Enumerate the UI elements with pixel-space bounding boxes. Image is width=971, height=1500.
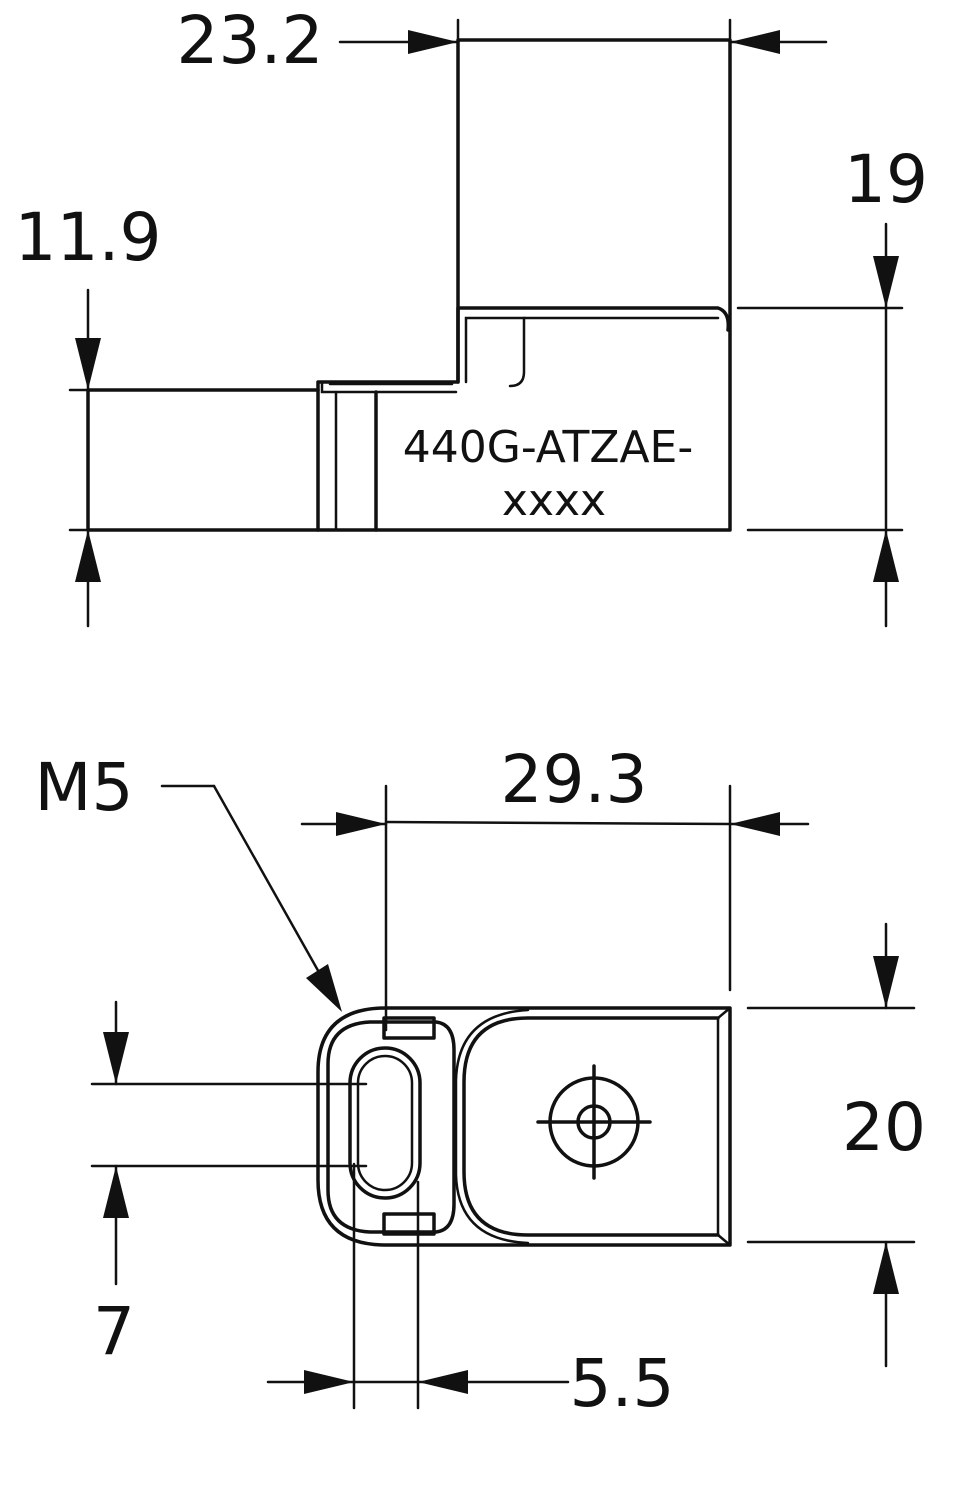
arrowhead	[873, 256, 899, 308]
part-label-line2: xxxx	[502, 475, 606, 526]
dimension-20: 20	[746, 922, 926, 1368]
leader-line	[212, 784, 340, 1008]
arrowhead	[304, 1370, 354, 1394]
arrowhead	[75, 338, 101, 390]
plan-view-bevel	[716, 1006, 732, 1247]
arrowhead	[103, 1032, 129, 1084]
side-view-shoulder	[456, 306, 731, 384]
arrowhead	[730, 812, 780, 836]
dimension-11-9: 11.9	[15, 199, 162, 628]
side-view-top-detail	[320, 380, 458, 394]
arrowhead	[75, 530, 101, 582]
dimension-line	[384, 820, 732, 826]
arrowhead	[408, 30, 458, 54]
plan-view-pocket	[462, 1016, 720, 1237]
part-label-line1: 440G-ATZAE-	[403, 422, 693, 473]
dimension-29-3: 29.3	[300, 741, 810, 1032]
plan-view-left-inner	[326, 1020, 456, 1234]
arrowhead	[873, 530, 899, 582]
arrowhead	[873, 956, 899, 1008]
arrowhead	[873, 1242, 899, 1294]
arrowhead	[336, 812, 386, 836]
arrowhead	[730, 30, 780, 54]
dim-5-5-label: 5.5	[570, 1345, 675, 1422]
dim-20-label: 20	[842, 1089, 926, 1166]
m5-slot	[348, 1046, 422, 1200]
dimension-23-2: 23.2	[177, 2, 828, 302]
side-view: 440G-ATZAE- xxxx	[86, 38, 732, 532]
side-view-shoulder-inner	[464, 316, 526, 388]
dim-7-label: 7	[93, 1293, 135, 1370]
plan-view-pocket-inner	[454, 1008, 530, 1245]
arrowhead	[103, 1166, 129, 1218]
m5-label: M5	[35, 749, 134, 826]
m5-leader: M5	[35, 749, 342, 1012]
plan-view-outline	[316, 1006, 732, 1247]
top-tab	[382, 1016, 436, 1040]
dim-11-9-label: 11.9	[15, 199, 162, 276]
dimension-19: 19	[736, 141, 928, 628]
bottom-tab	[382, 1212, 436, 1236]
dim-29-3-label: 29.3	[501, 741, 648, 818]
arrowhead	[306, 964, 342, 1012]
dimension-5-5: 5.5	[266, 1162, 675, 1422]
m5-slot-inner	[356, 1054, 414, 1192]
dim-19-label: 19	[844, 141, 928, 218]
plan-view	[316, 1006, 732, 1247]
center-target	[536, 1064, 652, 1180]
dim-23-2-label: 23.2	[177, 2, 324, 79]
dimension-7: 7	[90, 1000, 368, 1370]
arrowhead	[418, 1370, 468, 1394]
